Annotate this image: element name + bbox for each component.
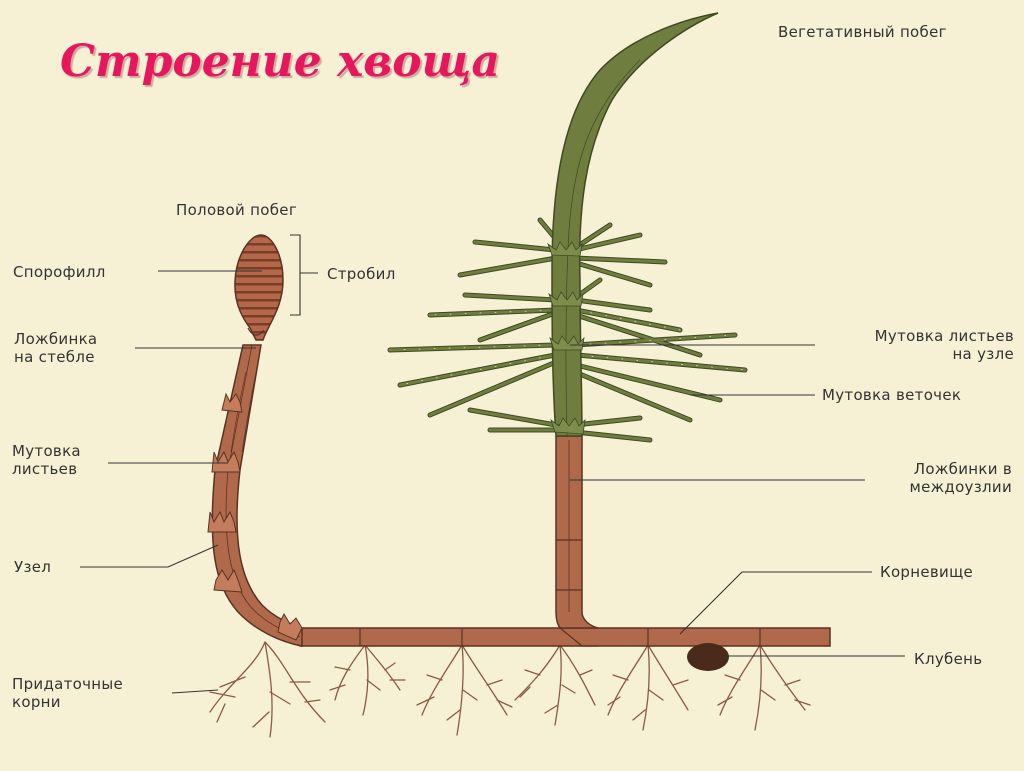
- root-cluster-4: [514, 644, 596, 726]
- vegetative-shoot-stem: [555, 435, 599, 629]
- vegetative-shoot-tip: [551, 12, 719, 437]
- leader-node: [80, 544, 219, 568]
- label-tuber: Клубень: [914, 650, 983, 668]
- sexual-shoot: [207, 234, 303, 647]
- branch-whorls: [387, 217, 748, 443]
- leader-roots: [171, 689, 219, 694]
- label-groove-stem: Ложбинка на стебле: [14, 330, 97, 366]
- adventitious-roots: [209, 641, 811, 738]
- root-cluster-1: [209, 641, 326, 738]
- label-adventitious-roots: Придаточные корни: [12, 675, 123, 711]
- label-groove-stem-line2: на стебле: [14, 348, 95, 366]
- label-leaf-whorl-line1: Мутовка: [12, 442, 81, 460]
- label-sexual-shoot: Половой побег: [176, 201, 297, 219]
- root-cluster-5: [607, 644, 689, 731]
- label-sporophyll: Спорофилл: [13, 263, 106, 281]
- label-leaf-whorl-node-line1: Мутовка листьев: [874, 327, 1014, 345]
- label-node: Узел: [14, 558, 52, 576]
- label-leaf-whorl-node: Мутовка листьев на узле: [812, 327, 1014, 363]
- root-cluster-6: [717, 644, 811, 731]
- leader-lines: [80, 234, 905, 694]
- leader-rhizome: [679, 571, 872, 635]
- rhizome: [299, 627, 831, 647]
- label-branch-whorl: Мутовка веточек: [822, 386, 962, 404]
- label-leaf-whorl-node-line2: на узле: [952, 345, 1014, 363]
- page-title: Строение хвоща: [60, 36, 500, 87]
- sexual-shoot-stem: [211, 344, 303, 647]
- root-cluster-2: [329, 644, 406, 716]
- tuber: [687, 643, 729, 671]
- label-strobilus: Стробил: [327, 265, 396, 283]
- label-adventitious-roots-line2: корни: [12, 693, 61, 711]
- strobilus: [234, 234, 284, 341]
- vegetative-shoot: [387, 12, 748, 647]
- label-leaf-whorl: Мутовка листьев: [12, 442, 81, 478]
- label-leaf-whorl-line2: листьев: [12, 460, 78, 478]
- label-internode-grooves-line2: междоузлии: [909, 478, 1012, 496]
- label-internode-grooves: Ложбинки в междоузлии: [842, 460, 1012, 496]
- bracket-strobilus: [290, 234, 318, 316]
- label-vegetative-shoot: Вегетативный побег: [778, 23, 947, 41]
- label-groove-stem-line1: Ложбинка: [14, 330, 98, 348]
- label-adventitious-roots-line1: Придаточные: [12, 675, 124, 693]
- root-cluster-3: [416, 644, 513, 736]
- label-rhizome: Корневище: [880, 563, 974, 581]
- label-internode-grooves-line1: Ложбинки в: [913, 460, 1012, 478]
